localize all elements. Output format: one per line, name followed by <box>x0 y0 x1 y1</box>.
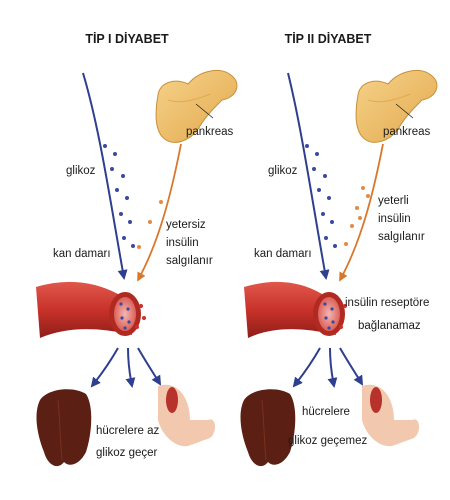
glucose-label: glikoz <box>66 165 96 177</box>
vessel-label: kan damarı <box>53 248 111 260</box>
arrow-to-muscle <box>339 347 364 386</box>
arrow-to-muscle <box>137 347 162 386</box>
glucose-dots <box>103 144 135 248</box>
blood-vessel <box>36 281 146 338</box>
arm-illustration <box>362 384 420 447</box>
insulin-path <box>137 143 182 282</box>
panel-title: TİP II DİYABET <box>285 31 372 46</box>
insulin-path <box>339 143 384 282</box>
glucose-dots <box>305 144 337 248</box>
panel-type-1: TİP I DİYABET pankreas glikoz yetersiz i… <box>36 31 238 467</box>
pancreas-illustration <box>155 69 238 143</box>
insulin-label: yetersiz insülin salgılanır <box>166 219 213 267</box>
vessel-label: kan damarı <box>254 248 312 260</box>
arrow-to-cells <box>327 347 338 388</box>
glucose-path <box>82 72 128 280</box>
glucose-path <box>287 72 330 280</box>
receptor-label: insülin reseptöre bağlanamaz <box>345 297 433 332</box>
arrow-to-liver <box>292 347 321 388</box>
panel-title: TİP I DİYABET <box>85 31 169 46</box>
insulin-label: yeterli insülin salgılanır <box>378 195 425 243</box>
glucose-label: glikoz <box>268 165 298 177</box>
arm-illustration <box>158 384 216 447</box>
pancreas-label: pankreas <box>186 126 234 138</box>
insulin-dots <box>137 200 163 249</box>
panel-type-2: TİP II DİYABET pankreas glikoz yeterli i… <box>240 31 438 467</box>
blood-vessel <box>244 281 347 338</box>
cells-label: hücrelere glikoz geçemez <box>288 406 368 447</box>
arrow-to-cells <box>125 347 136 388</box>
liver-illustration <box>240 389 296 467</box>
insulin-dots <box>344 186 370 246</box>
pancreas-illustration <box>355 69 438 143</box>
pancreas-label: pankreas <box>383 126 431 138</box>
arrow-to-liver <box>90 347 119 388</box>
liver-illustration <box>36 389 92 467</box>
cells-label: hücrelere az glikoz geçer <box>96 425 163 459</box>
